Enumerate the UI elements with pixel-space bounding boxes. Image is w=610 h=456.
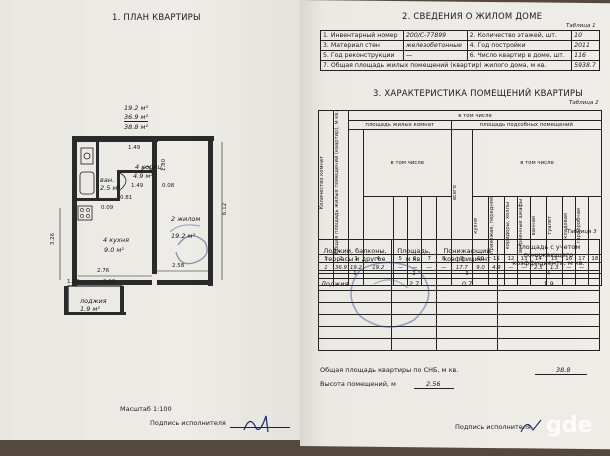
dim-3: 0.08: [162, 183, 175, 189]
living-area: 19.2 м²: [171, 232, 196, 240]
table3-label: Таблица 3: [567, 229, 597, 235]
area-label-a: 19.2 м²: [124, 104, 149, 112]
t1-cell: 116: [571, 50, 600, 61]
table1-label: Таблица 1: [566, 23, 596, 29]
total-area-value: 38.8: [556, 366, 571, 374]
t1-cell: 3. Материал стен: [320, 40, 404, 51]
bath-area: 2.5 м²: [100, 184, 120, 192]
dim-8: 6.12: [222, 202, 229, 216]
loggia-label: лоджия: [80, 297, 107, 305]
t1-cell: железобетонные: [402, 40, 468, 51]
bath-label: ван.: [100, 176, 115, 184]
t1-cell: 4. Год постройки: [466, 40, 573, 51]
watermark-logo: gde: [546, 413, 593, 438]
left-signature: [243, 415, 269, 433]
right-signature-label: Подпись исполнителя: [455, 423, 531, 431]
dim-1: 1.49: [128, 145, 141, 151]
dim-4: 0.09: [101, 205, 114, 211]
t1-cell: —: [402, 50, 468, 61]
dim-10: 2.58: [172, 263, 185, 269]
t3-h1: Лоджии, балконы, террасы и другое: [318, 239, 392, 271]
kitchen-area: 9.0 м²: [104, 246, 124, 254]
total-area-label: Общая площадь квартиры по СНБ, м кв.: [320, 366, 459, 374]
t1-row: 5. Год реконструкции—6. Число квартир в …: [320, 50, 600, 61]
area-label-c: 38.8 м²: [124, 123, 149, 131]
t1-row-total: 7. Общая площадь жилых помещений (кварти…: [319, 60, 600, 71]
t2-in-total: в том числе: [348, 110, 602, 121]
dim-9: 2.76: [97, 268, 110, 274]
dim-11: 1.22: [67, 279, 80, 285]
left-signature-label: Подпись исполнителя: [150, 419, 226, 427]
t1-cell: 2. Количество этажей, шт.: [466, 30, 573, 41]
house-info-title: 2. СВЕДЕНИЯ О ЖИЛОМ ДОМЕ: [402, 12, 543, 22]
living-label: 2 жилом: [171, 215, 201, 223]
balconies-table: Лоджии, балконы, террасы и другое Площад…: [318, 239, 600, 351]
t3-h4: Площадь с учетом понижающего коэффициент…: [497, 239, 600, 271]
height-label: Высота помещений, м: [320, 380, 396, 388]
kitchen-label: 4 кухня: [103, 236, 129, 244]
total-area-line: [535, 374, 587, 375]
t1-cell: 1. Инвентарный номер: [320, 30, 404, 41]
t3-n4: 4: [497, 270, 600, 279]
t3-h3: Понижающий коэффициент: [436, 239, 498, 271]
dim-7: 3.26: [50, 232, 57, 246]
scale-label: Масштаб 1:100: [120, 405, 172, 413]
loggia-area: 1.9 м²: [80, 305, 100, 313]
dim-12: 0.12: [103, 279, 116, 285]
t2-col-rooms: Количество комнат: [318, 109, 334, 256]
right-signature: [520, 419, 542, 433]
t1-total-value: 5938.7: [571, 60, 600, 71]
t2-col-total: Общая площадь жилых помещений (квартир),…: [333, 109, 349, 256]
t2-living-area: площадь жилых комнат: [348, 120, 452, 130]
t3-h2: Площадь, м кв.: [391, 239, 437, 271]
corridor-area: 4.9 м²: [133, 172, 153, 180]
height-line: [414, 388, 454, 389]
t1-cell: 10: [571, 30, 600, 41]
table2-label: Таблица 2: [569, 100, 599, 106]
plan-title: 1. ПЛАН КВАРТИРЫ: [112, 13, 201, 23]
t2-v-0: всего: [450, 128, 474, 256]
stamp-mark: [350, 261, 430, 328]
t1-cell: 5. Год реконструкции: [320, 50, 404, 61]
t2-aux-area: площадь подсобных помещений: [450, 120, 602, 130]
t2-in-total-2: в том числе: [363, 128, 452, 198]
floor-plan-drawing: [59, 136, 223, 315]
dim-6: 1.49: [131, 183, 144, 189]
rooms-title: 3. ХАРАКТЕРИСТИКА ПОМЕЩЕНИЙ КВАРТИРЫ: [373, 89, 583, 99]
corridor-label: 4 кориц.: [135, 163, 164, 171]
area-label-b: 36.9 м²: [124, 113, 149, 122]
dim-5: 0.81: [120, 195, 133, 201]
t3-r1-adjusted: 1.9: [497, 278, 600, 291]
floor-plan-sheet: 1. ПЛАН КВАРТИРЫ 19.2 м² 36.9 м² 38.8 м²: [0, 0, 305, 440]
t1-cell: 6. Число квартир в доме, шт.: [466, 50, 573, 61]
dim-2: 1.80: [161, 158, 168, 172]
left-signature-line: [230, 427, 290, 428]
t2-in-total-3: в том числе: [472, 128, 602, 198]
t1-total-label: 7. Общая площадь жилых помещений (кварти…: [319, 60, 573, 71]
t1-cell: 200/С-77899: [402, 30, 468, 41]
height-value: 2.56: [426, 380, 441, 388]
t1-cell: 2011: [571, 40, 600, 51]
